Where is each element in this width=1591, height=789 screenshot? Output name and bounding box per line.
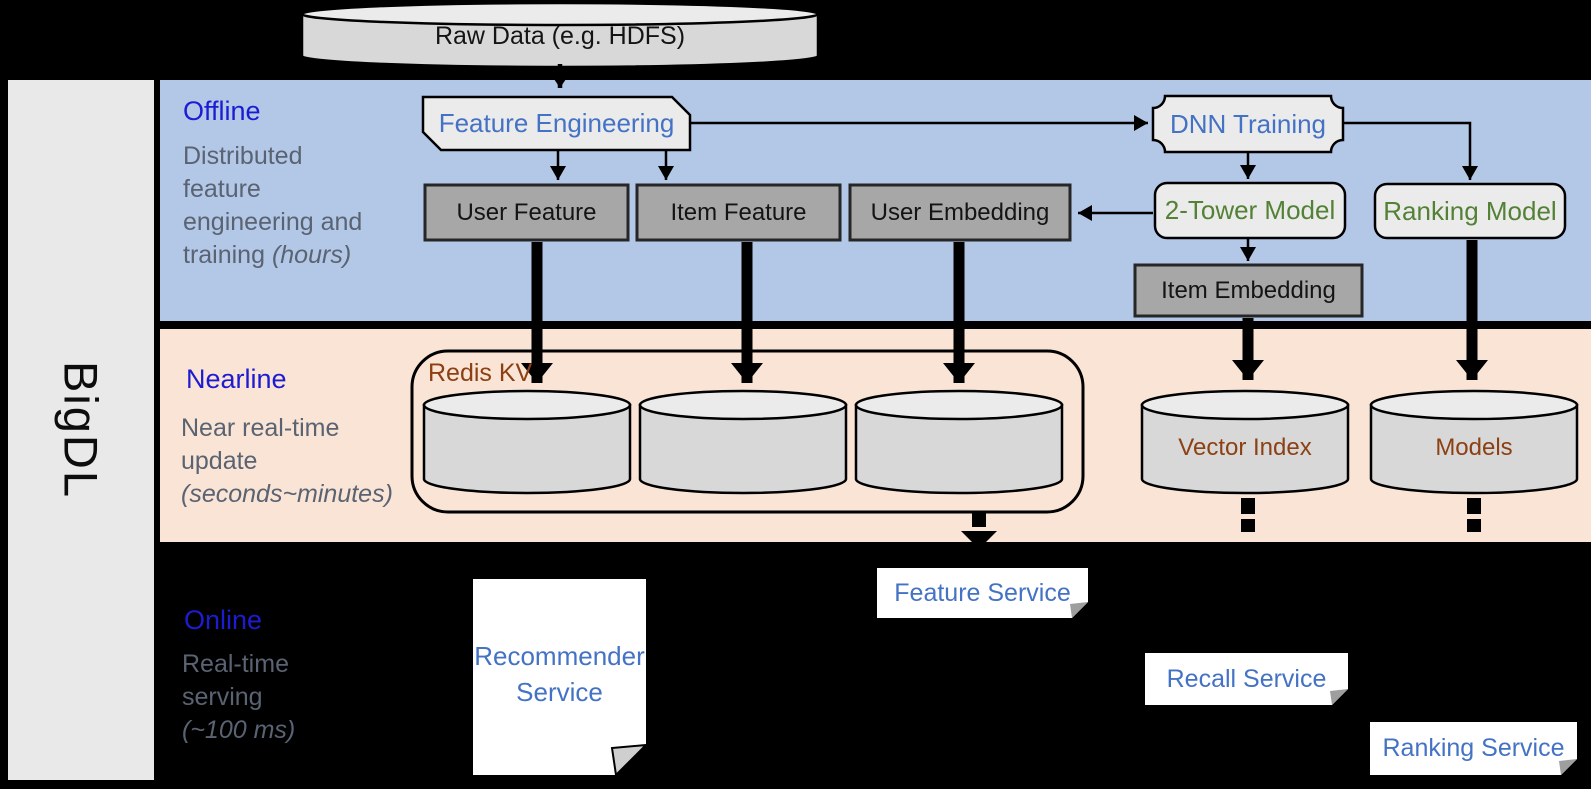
dnn-training-shape (1151, 94, 1345, 154)
online-description: Real-time serving (~100 ms) (182, 650, 296, 744)
user-feature-box (423, 183, 630, 242)
vector-index-label: Vector Index (1178, 434, 1312, 461)
vector-index-cylinder (1140, 389, 1350, 495)
raw-data-label: Raw Data (e.g. HDFS) (434, 21, 686, 50)
item-feature-label: Item Feature (670, 198, 807, 226)
dashed-arrow-kv-to-feature-service (961, 513, 997, 549)
kv-cylinder-2 (638, 389, 848, 495)
dashed-arrow-vector-index-to-recall (1241, 498, 1255, 532)
bigdl-logo-text: BigDL (54, 360, 108, 499)
dnn-training-label: DNN Training (1169, 108, 1327, 139)
dashed-arrow-models-to-ranking (1467, 498, 1481, 532)
ranking-service-box (1370, 722, 1577, 775)
feature-service-label: Feature Service (894, 578, 1071, 607)
item-embedding-box (1133, 263, 1364, 318)
models-cylinder (1369, 389, 1579, 495)
online-title: Online (184, 604, 263, 635)
recommender-service-doc (473, 579, 649, 778)
feature-engineering-shape (421, 95, 692, 152)
redis-kv-container (410, 349, 1085, 514)
ranking-model-box (1373, 182, 1567, 240)
item-feature-box (635, 183, 842, 242)
offline-description: Distributed feature engineering and trai… (183, 142, 363, 269)
arrow-dnn-to-ranking-model (1343, 121, 1478, 180)
nearline-description: Near real-time update (seconds~minutes) (181, 414, 393, 508)
redis-kv-label: Redis KV (428, 358, 533, 387)
ranking-model-label: Ranking Model (1383, 195, 1557, 226)
user-embedding-box (848, 183, 1072, 242)
kv-cylinder-1 (422, 389, 632, 495)
kv-cylinder-3 (854, 389, 1064, 495)
item-embedding-label: Item Embedding (1161, 276, 1336, 304)
two-tower-model-label: 2-Tower Model (1164, 195, 1336, 225)
user-feature-label: User Feature (456, 198, 597, 226)
nearline-title: Nearline (186, 363, 287, 394)
feature-service-box (877, 568, 1088, 618)
recall-service-label: Recall Service (1166, 664, 1327, 693)
feature-engineering-label: Feature Engineering (438, 108, 675, 138)
raw-data-cylinder (300, 1, 820, 69)
ranking-service-label: Ranking Service (1382, 734, 1565, 762)
user-embedding-label: User Embedding (870, 198, 1050, 226)
recall-service-box (1145, 653, 1348, 705)
two-tower-model-box (1153, 181, 1347, 240)
recommender-service-label: Recommender Service (474, 641, 645, 707)
models-label: Models (1435, 434, 1513, 461)
bigdl-sidebar: BigDL (8, 80, 154, 780)
offline-title: Offline (183, 95, 261, 126)
